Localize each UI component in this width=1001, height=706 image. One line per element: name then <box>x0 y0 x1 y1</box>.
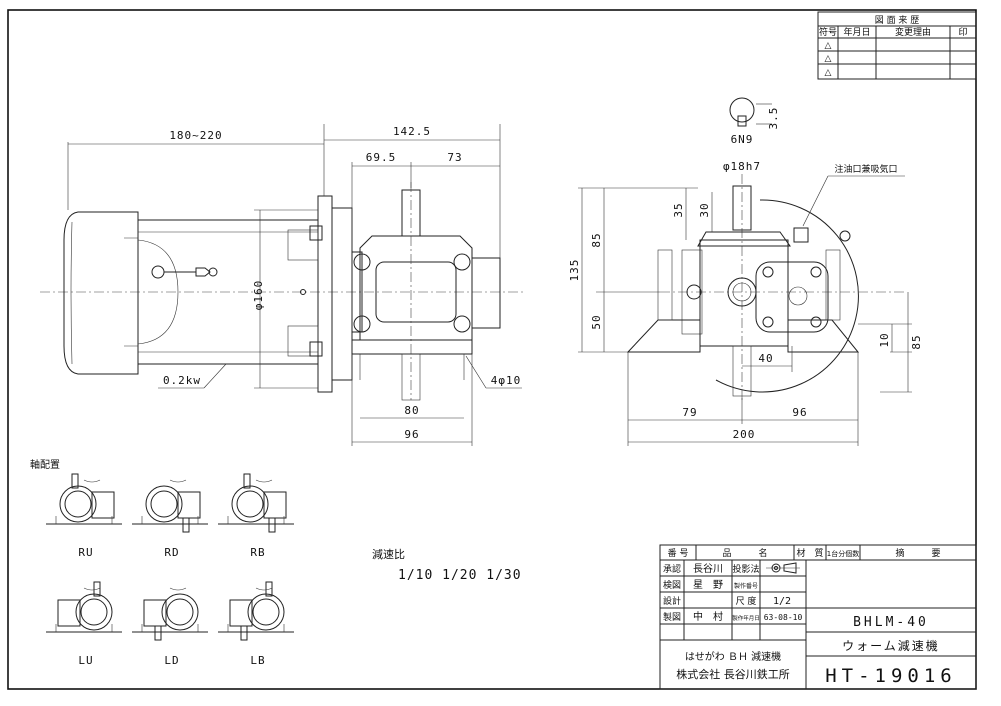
revision-table: 図 面 来 歴 符号 年月日 変更理由 印 △ △ △ <box>817 11 977 80</box>
dim-key-length: 30 <box>698 202 711 217</box>
dim-shaft-length: 35 <box>672 202 685 217</box>
arrangement-label-ld: LD <box>164 654 179 667</box>
revision-header-seal: 印 <box>958 26 967 38</box>
revision-header-mark: 符号 <box>819 26 837 38</box>
arrangement-label-lb: LB <box>250 654 265 667</box>
title-block: 番 号 品 名 材 質 1台分個数 摘 要 承認 長谷川 投影法 検図 星 野 … <box>659 544 977 690</box>
dim-foot-thickness: 10 <box>878 332 891 347</box>
tb-company-line2: 株式会社 長谷川鉄工所 <box>676 667 790 681</box>
tb-scale-label: 尺 度 <box>736 595 757 607</box>
ratio-values: 1/10 1/20 1/30 <box>398 568 522 583</box>
dim-motor-length: 180~220 <box>169 129 222 142</box>
dim-bolt-holes: 4φ10 <box>491 374 522 387</box>
revision-header-date: 年月日 <box>843 26 870 38</box>
dim-left-width: 79 <box>682 406 697 419</box>
dim-base-inner: 80 <box>404 404 419 417</box>
side-view: 3.5 6N9 φ18h7 <box>626 97 905 400</box>
arrangement-label-ru: RU <box>78 546 93 559</box>
revision-row-mark: △ <box>825 68 832 78</box>
tb-head-name: 品 名 <box>722 547 767 559</box>
arrangement-symbol-ru <box>46 473 122 525</box>
front-view-dimensions: 180~220 142.5 69.5 73 φ160 0.2kw 4φ10 80… <box>67 124 522 446</box>
tb-head-note: 摘 要 <box>895 547 940 559</box>
dim-shaft-diameter: φ18h7 <box>723 160 761 173</box>
dim-right-offset: 73 <box>447 151 462 164</box>
tb-made-label: 製図 <box>663 611 681 623</box>
oil-inlet-note: 注油口兼吸気口 <box>834 163 897 175</box>
dim-base-outer: 96 <box>404 428 419 441</box>
tb-design-label: 設計 <box>663 595 681 607</box>
projection-symbol-icon <box>766 562 800 574</box>
arrangement-symbol-rd <box>132 479 208 533</box>
tb-company-line1: はせがわ ＢＨ 減速機 <box>685 650 781 663</box>
dim-motor-power: 0.2kw <box>163 374 201 387</box>
arrangement-label-rb: RB <box>250 546 265 559</box>
tb-approved-name: 長谷川 <box>693 563 723 575</box>
dim-flange-diameter: φ160 <box>252 280 265 311</box>
dim-lower-height: 50 <box>590 314 603 329</box>
arrangement-symbol-lu <box>46 581 122 633</box>
tb-head-qty: 1台分個数 <box>827 549 859 558</box>
tb-projection-label: 投影法 <box>732 563 759 575</box>
dim-shaft-offset: 40 <box>758 352 773 365</box>
dim-left-offset: 69.5 <box>366 151 397 164</box>
shaft-arrangement-title: 軸配置 <box>30 458 60 471</box>
tb-head-no: 番 号 <box>668 547 689 559</box>
dim-key-depth: 3.5 <box>767 107 780 130</box>
dim-upper-height: 85 <box>590 232 603 247</box>
dim-total-height: 135 <box>568 259 581 282</box>
sheet-border <box>7 9 977 690</box>
revision-row-mark: △ <box>825 54 832 64</box>
front-view <box>40 182 525 401</box>
tb-work-no-label: 製作番号 <box>734 582 758 590</box>
ratio-label: 減速比 <box>372 547 405 561</box>
tb-drawing-number: HT-19016 <box>825 665 957 687</box>
tb-scale-value: 1/2 <box>773 596 791 607</box>
tb-head-material: 材 質 <box>796 547 823 559</box>
dim-center-height: 85 <box>910 334 923 349</box>
tb-date-value: 63-08-10 <box>764 613 803 622</box>
dim-key-width: 6N9 <box>731 133 754 146</box>
tb-model: BHLM-40 <box>853 615 929 630</box>
side-view-dimensions: 135 85 50 35 30 注油口兼吸気口 40 79 96 200 10 … <box>568 163 923 446</box>
tb-approved-label: 承認 <box>663 563 681 575</box>
arrangement-symbol-ld <box>132 587 208 641</box>
arrangement-label-rd: RD <box>164 546 179 559</box>
arrangement-label-lu: LU <box>78 654 93 667</box>
revision-title: 図 面 来 歴 <box>875 15 920 26</box>
dim-gear-length: 142.5 <box>393 125 431 138</box>
tb-made-name: 中 村 <box>693 610 723 623</box>
reduction-ratio: 減速比 1/10 1/20 1/30 <box>372 547 522 583</box>
arrangement-symbol-lb <box>218 581 294 641</box>
tb-date-label: 製作年月日 <box>732 614 760 622</box>
arrangement-symbol-rb <box>218 473 294 533</box>
tb-drawn-label: 検図 <box>663 579 681 591</box>
revision-row-mark: △ <box>825 41 832 51</box>
dim-right-width: 96 <box>792 406 807 419</box>
revision-header-reason: 変更理由 <box>895 26 931 38</box>
dim-total-width: 200 <box>733 428 756 441</box>
shaft-arrangement-icons <box>46 473 294 641</box>
tb-drawn-name: 星 野 <box>693 579 723 591</box>
shaft-arrangement: 軸配置 RU RD RB LU LD LB <box>30 458 294 667</box>
tb-product-name: ウォーム減速機 <box>842 638 940 653</box>
